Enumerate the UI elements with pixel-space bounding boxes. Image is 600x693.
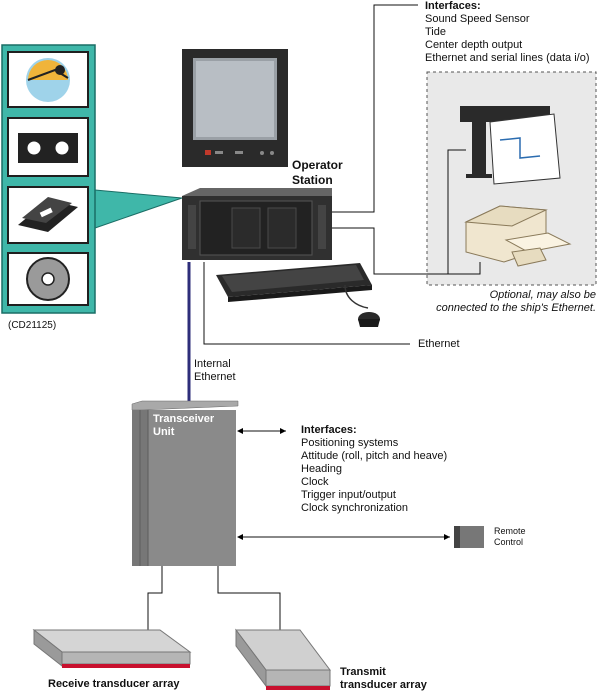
- optional-note-line2: connected to the ship's Ethernet.: [436, 302, 596, 314]
- receive-array-label: Receive transducer array: [48, 678, 180, 690]
- transceiver-label-line2: Unit: [153, 426, 175, 438]
- storage-media-panel: [1, 44, 183, 314]
- transceiver-label-line1: Transceiver: [153, 413, 215, 425]
- monitor-graphic: [182, 49, 288, 167]
- transceiver-interfaces-title: Interfaces:: [301, 424, 357, 436]
- transceiver-interface-item: Trigger input/output: [301, 489, 396, 501]
- operator-station-label: Operator Station: [292, 158, 343, 187]
- transmit-array-line1: Transmit: [340, 666, 386, 678]
- operator-interface-item: Tide: [425, 26, 446, 38]
- remote-control-graphic: [454, 526, 484, 548]
- remote-control-line2: Control: [494, 537, 524, 547]
- transceiver-interfaces-list: Positioning systems Attitude (roll, pitc…: [301, 437, 447, 515]
- plotter-graphic: [460, 106, 561, 185]
- transceiver-interface-item: Heading: [301, 463, 342, 475]
- remote-control-line1: Remote: [494, 526, 526, 536]
- receive-transducer-graphic: [32, 628, 192, 668]
- mouse-graphic: [344, 284, 380, 327]
- transceiver-cabinet: [131, 400, 239, 566]
- operator-interface-item: Ethernet and serial lines (data i/o): [425, 52, 590, 64]
- ethernet-label: Ethernet: [418, 338, 460, 350]
- transceiver-connections: [145, 428, 450, 642]
- computer-graphic: [182, 188, 332, 260]
- transmit-transducer-graphic: [235, 628, 331, 690]
- optional-note-line1: Optional, may also be: [489, 289, 596, 301]
- operator-interfaces-title: Interfaces:: [425, 0, 481, 12]
- transceiver-interface-item: Attitude (roll, pitch and heave): [301, 450, 448, 462]
- transceiver-interface-item: Clock synchronization: [301, 502, 408, 514]
- printer-graphic: [464, 205, 572, 267]
- internal-ethernet-line2: Ethernet: [194, 371, 236, 383]
- operator-interfaces-list: Sound Speed Sensor Tide Center depth out…: [425, 13, 589, 65]
- operator-interface-item: Center depth output: [425, 39, 523, 51]
- keyboard-graphic: [216, 263, 372, 302]
- connection-lines: [203, 4, 481, 345]
- transmit-array-line2: transducer array: [340, 679, 427, 691]
- operator-interface-item: Sound Speed Sensor: [425, 13, 530, 25]
- transceiver-interface-item: Positioning systems: [301, 437, 399, 449]
- transceiver-interface-item: Clock: [301, 476, 329, 488]
- figure-code: (CD21125): [8, 320, 57, 331]
- internal-ethernet-line1: Internal: [194, 358, 231, 370]
